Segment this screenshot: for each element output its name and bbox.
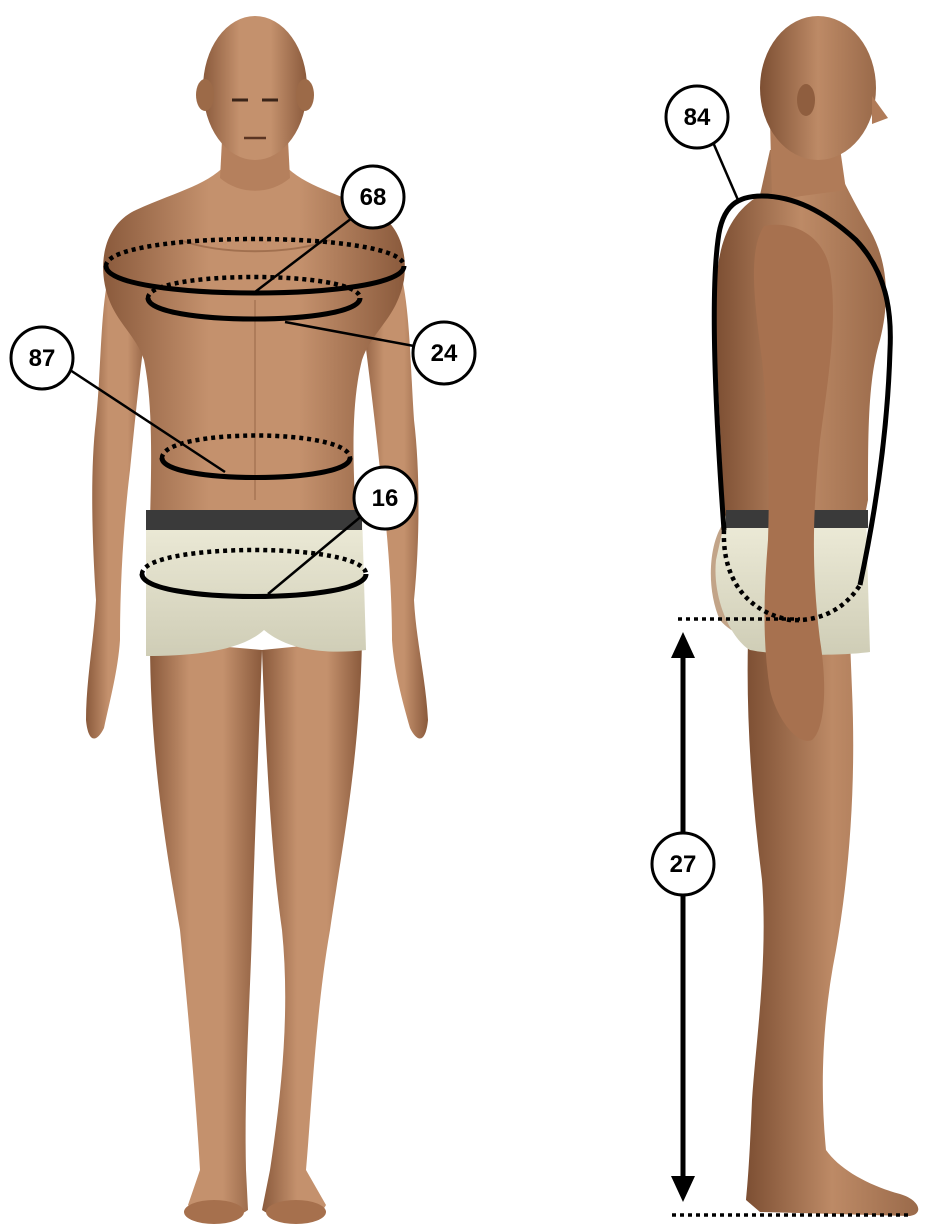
badge-underbust: 24 (413, 322, 475, 384)
side-leg (746, 640, 918, 1216)
badge-torso-outline: 84 (666, 86, 728, 148)
arrowhead-up (671, 632, 695, 658)
front-right-foot (266, 1200, 326, 1224)
badge-waist-label: 87 (29, 345, 56, 372)
leader-84 (712, 140, 738, 200)
badge-hip-label: 16 (372, 485, 399, 512)
badge-waist: 87 (11, 327, 73, 389)
badge-underbust-label: 24 (431, 340, 458, 367)
front-right-ear (296, 79, 314, 111)
badge-chest: 68 (342, 166, 404, 228)
side-figure (711, 16, 918, 1216)
badge-torso-outline-label: 84 (684, 104, 711, 131)
front-right-leg (262, 640, 362, 1218)
front-underwear (146, 512, 366, 656)
badge-chest-label: 68 (360, 184, 387, 211)
side-ear (797, 84, 815, 116)
front-left-ear (196, 79, 214, 111)
badge-inseam-height-label: 27 (670, 851, 697, 878)
side-nose (872, 96, 888, 124)
badge-hip: 16 (354, 467, 416, 529)
front-left-leg (150, 640, 262, 1218)
front-left-foot (184, 1200, 244, 1224)
arrowhead-down (671, 1176, 695, 1202)
badge-inseam-height: 27 (652, 833, 714, 895)
front-waistband (146, 510, 362, 530)
side-head (760, 16, 876, 160)
